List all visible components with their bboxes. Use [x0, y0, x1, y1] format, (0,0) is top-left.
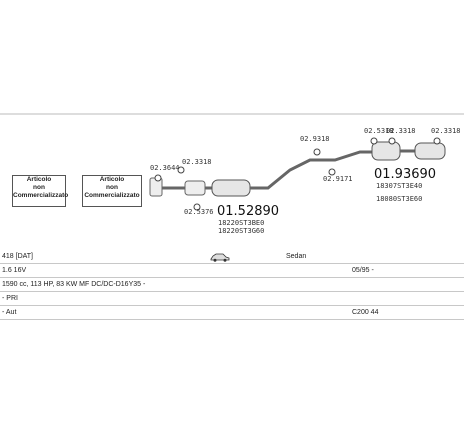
info-left: 1.6 16V — [2, 267, 27, 274]
clamp-icon — [193, 203, 201, 211]
clamp-icon — [328, 168, 336, 176]
info-right: 05/95 - — [352, 267, 374, 274]
part-label-2: 02.3318 — [182, 158, 212, 166]
front-muffler — [205, 150, 372, 197]
front-pipe — [149, 177, 206, 197]
info-left: - PRI — [2, 295, 18, 302]
info-right: C200 44 — [352, 309, 379, 316]
part-label-5: 02.9171 — [323, 175, 353, 183]
clamp-icon — [433, 137, 441, 145]
part-label-3: 02.5376 — [184, 208, 214, 216]
not-sold-box-2: Articolo non Commercializzato — [82, 175, 142, 207]
not-sold-box-1: Articolo non Commercializzato — [12, 175, 68, 207]
info-row: 1590 cc, 113 HP, 83 KW MF DC/DC-D16Y35 - — [0, 278, 464, 292]
part-label-8: 02.3318 — [431, 127, 461, 135]
car-icon — [210, 250, 230, 265]
clamp-icons — [154, 137, 441, 211]
clamp-icon — [313, 148, 321, 156]
clamp-icon — [154, 174, 162, 182]
info-left: 1590 cc, 113 HP, 83 KW MF DC/DC-D16Y35 - — [2, 281, 146, 288]
info-row: 418 [DAT] Sedan — [0, 250, 464, 264]
info-row: 1.6 16V 05/95 - — [0, 264, 464, 278]
rear-muffler-oe-2: 18080ST3E60 — [376, 195, 422, 203]
front-muffler-oe-2: 18220ST3G60 — [218, 227, 264, 235]
info-row: - Aut C200 44 — [0, 306, 464, 320]
info-mid: Sedan — [286, 253, 307, 260]
rear-muffler — [371, 141, 446, 161]
part-label-6: 02.5318 — [364, 127, 394, 135]
info-row: - PRI — [0, 292, 464, 306]
front-muffler-number: 01.52890 — [217, 204, 279, 219]
part-label-7: 02.3318 — [386, 127, 416, 135]
info-left: 418 [DAT] — [2, 253, 33, 260]
rear-muffler-oe-1: 18307ST3E40 — [376, 182, 422, 190]
part-label-1: 02.3644 — [150, 164, 180, 172]
info-left: - Aut — [2, 309, 17, 316]
rear-muffler-number: 01.93690 — [374, 167, 436, 182]
part-label-4: 02.9318 — [300, 135, 330, 143]
clamp-icon — [370, 137, 378, 145]
front-muffler-oe-1: 18220ST3BE0 — [218, 219, 264, 227]
clamp-icon — [388, 137, 396, 145]
clamp-icon — [177, 166, 185, 174]
